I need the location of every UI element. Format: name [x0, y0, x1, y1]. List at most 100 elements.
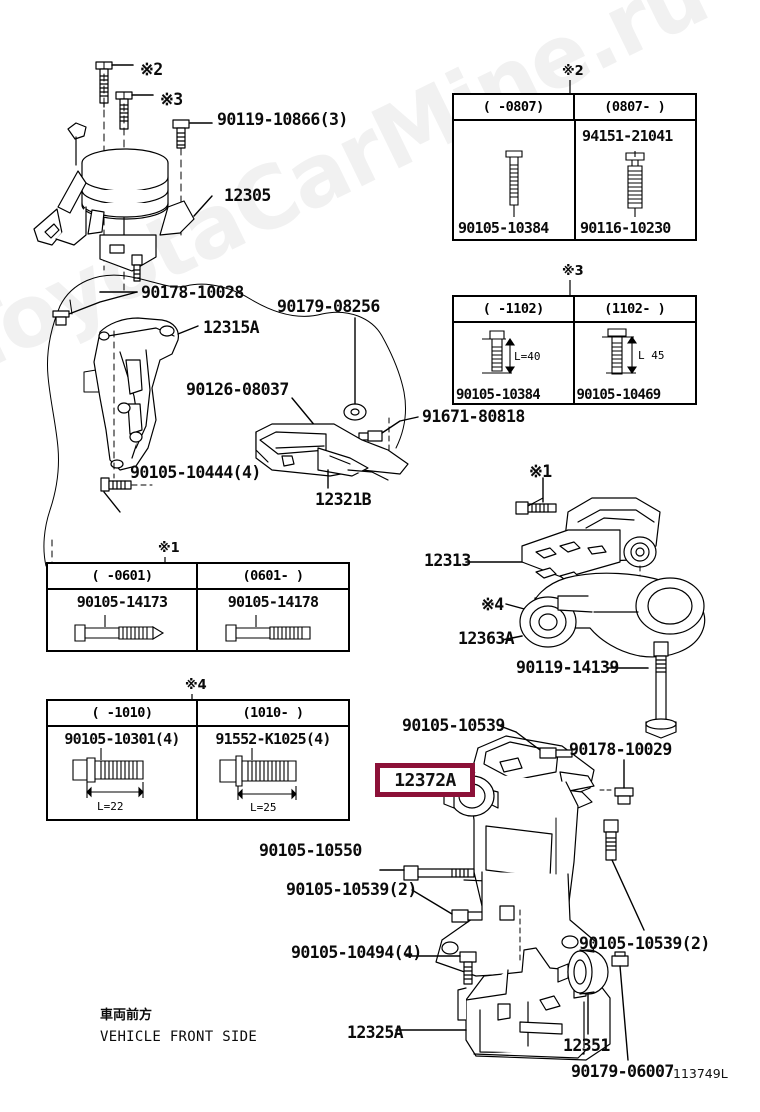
table-note-1-body: 90105-14173 90105-14178	[48, 590, 348, 652]
callout-90105-10444: 90105-10444(4)	[130, 463, 261, 482]
bolt-90105-10539-left-art	[451, 909, 483, 923]
callout-12325a: 12325A	[347, 1023, 404, 1042]
front-label-jp: 車両前方	[100, 1008, 153, 1023]
bolt-90105-10539-top-art	[539, 747, 573, 759]
table-note-2-col2-body: 94151-21041 90116-10230	[576, 121, 696, 241]
callout-90105-10539-2-right: 90105-10539(2)	[579, 934, 710, 953]
callout-12313: 12313	[424, 551, 471, 570]
table-note-4-col1-part: 90105-10301(4)	[64, 730, 180, 748]
table-note-1-header: ( -0601) (0601- )	[48, 564, 348, 590]
highlighted-part-12372a[interactable]: 12372A	[375, 763, 475, 797]
callout-12351: 12351	[563, 1036, 610, 1055]
callout-12315a: 12315A	[203, 318, 260, 337]
callout-note-3: ※3	[160, 90, 183, 109]
bolt-90105-14178-icon	[225, 615, 311, 642]
callout-90119-10866: 90119-10866(3)	[217, 110, 348, 129]
table-note-2-col1-body: 90105-10384	[454, 121, 576, 241]
callout-note-4-mid: ※4	[481, 595, 504, 614]
bolt-90105-10494-art	[459, 951, 477, 985]
table-note-3-body: L=40 90105-10384	[454, 323, 695, 405]
bolt-90105-10301-icon: L=22	[72, 748, 144, 813]
table-note-1-col1-part: 90105-14173	[76, 593, 168, 611]
callout-90105-10539-top: 90105-10539	[402, 716, 505, 735]
table-note-4-col1-header: ( -1010)	[48, 701, 198, 725]
svg-text:L=40: L=40	[514, 350, 541, 363]
callout-90178-10029: 90178-10029	[569, 740, 672, 759]
callout-90105-10550: 90105-10550	[259, 841, 362, 860]
table-note-4-ref: ※4	[185, 678, 207, 693]
table-note-4: ( -1010) (1010- ) 90105-10301(4)	[46, 699, 350, 821]
callout-12363a: 12363A	[458, 629, 515, 648]
svg-text:L 45: L 45	[638, 349, 665, 362]
callout-12321b: 12321B	[315, 490, 372, 509]
svg-text:L=22: L=22	[97, 800, 124, 813]
bolt-90105-14173-icon	[74, 615, 165, 642]
table-note-2-col2-part: 90116-10230	[580, 219, 671, 237]
table-note-2-col1-part: 90105-10384	[458, 219, 549, 237]
table-note-1: ( -0601) (0601- ) 90105-14173	[46, 562, 350, 652]
bolt-91552-k1025-icon: L=25	[219, 748, 297, 814]
table-note-4-col2-part: 91552-K1025(4)	[215, 730, 331, 748]
bolt-90119-14139-art	[645, 641, 677, 739]
table-note-1-col1-body: 90105-14173	[48, 590, 198, 652]
nut-90178-10028-art	[52, 310, 70, 326]
bolt-90105-10469-l45-icon: L 45	[601, 328, 665, 375]
nut-90179-06007-art	[611, 951, 629, 967]
table-note-3-col2-part: 90105-10469	[576, 387, 662, 403]
bolt-90116-10230-icon	[625, 151, 645, 217]
callout-note-1-mid: ※1	[529, 462, 552, 481]
bolt-90105-10539-right-art	[603, 819, 619, 861]
table-note-1-col1-header: ( -0601)	[48, 564, 198, 588]
table-note-1-col2-body: 90105-14178	[198, 590, 348, 652]
table-note-3-col1-part: 90105-10384	[456, 387, 541, 403]
table-note-2-col1-header: ( -0807)	[454, 95, 575, 119]
bolt-12313-art	[515, 501, 557, 515]
callout-note-2: ※2	[140, 60, 163, 79]
table-note-4-col1-body: 90105-10301(4) L=22	[48, 727, 198, 821]
bracket-12321b-art	[255, 423, 409, 481]
table-note-2: ( -0807) (0807- ) 90105-10384 94151-2104…	[452, 93, 697, 241]
callout-90105-10539-2-left: 90105-10539(2)	[286, 880, 417, 899]
table-note-1-ref: ※1	[158, 541, 180, 556]
table-note-4-header: ( -1010) (1010- )	[48, 701, 348, 727]
table-note-1-col2-part: 90105-14178	[227, 593, 319, 611]
bolt-91671-80818-art	[358, 430, 383, 442]
table-note-2-header: ( -0807) (0807- )	[454, 95, 695, 121]
bolt-90105-10550-art	[403, 865, 475, 881]
callout-91671-80818: 91671-80818	[422, 407, 525, 426]
callout-90179-06007: 90179-06007	[571, 1062, 674, 1081]
table-note-3-col2-body: L 45 90105-10469	[575, 323, 696, 405]
table-note-3-col1-body: L=40 90105-10384	[454, 323, 575, 405]
table-note-4-col2-body: 91552-K1025(4) L=25	[198, 727, 348, 821]
table-note-3: ( -1102) (1102- )	[452, 295, 697, 405]
table-note-2-ref: ※2	[562, 64, 584, 79]
bolt-90105-10384-icon	[505, 150, 523, 217]
nut-90178-10029-art	[614, 787, 634, 805]
diagram-code: 113749L	[673, 1066, 728, 1081]
table-note-3-header: ( -1102) (1102- )	[454, 297, 695, 323]
svg-text:L=25: L=25	[250, 801, 277, 814]
callout-90178-10028: 90178-10028	[141, 283, 244, 302]
table-note-1-col2-header: (0601- )	[242, 568, 304, 584]
callout-90105-10494: 90105-10494(4)	[291, 943, 422, 962]
table-note-4-col2-header: (1010- )	[242, 705, 304, 721]
bolt-90119-10866-art	[172, 119, 190, 149]
table-note-2-col2-top-part: 94151-21041	[582, 127, 673, 145]
callout-12305: 12305	[224, 186, 271, 205]
table-note-2-col2-header: (0807- )	[604, 99, 666, 115]
torque-rod-12363a-art	[519, 572, 706, 658]
table-note-3-col1-header: ( -1102)	[454, 297, 575, 321]
table-note-3-ref: ※3	[562, 264, 584, 279]
bolt-90105-10444-art	[100, 477, 132, 492]
bolt-90105-10384-l40-icon: L=40	[482, 330, 541, 374]
table-note-3-col2-header: (1102- )	[604, 301, 666, 317]
table-note-2-body: 90105-10384 94151-21041 90116-10230	[454, 121, 695, 241]
callout-90179-08256: 90179-08256	[277, 297, 380, 316]
callout-90126-08037: 90126-08037	[186, 380, 289, 399]
